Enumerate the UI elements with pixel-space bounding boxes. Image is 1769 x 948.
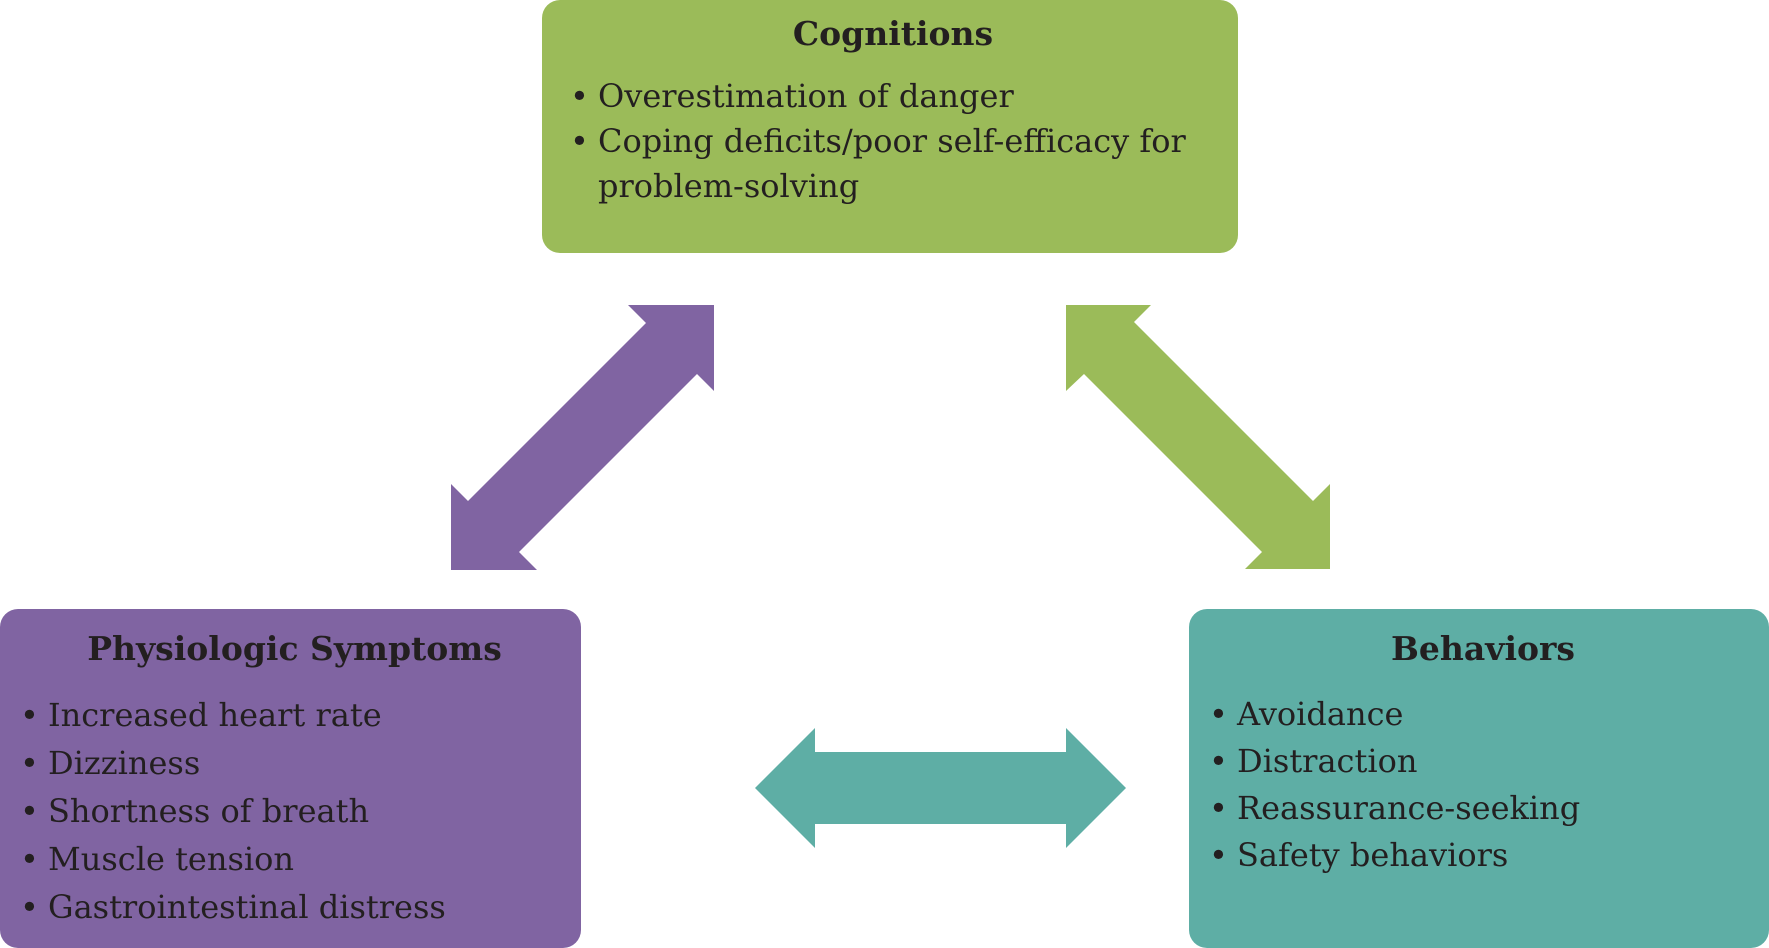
cognitions-title: Cognitions	[792, 14, 994, 53]
behaviors-box: Behaviors • Avoidance • Distraction • Re…	[1189, 609, 1769, 948]
physiologic-item-text: Muscle tension	[48, 840, 294, 878]
bullet: •	[20, 840, 39, 878]
bullet: •	[1209, 695, 1228, 733]
bullet: •	[1209, 789, 1228, 827]
list-item: • Coping deficits/poor self-efficacy for…	[568, 119, 1218, 209]
list-item: • Overestimation of danger	[568, 74, 1218, 119]
cognitions-item-text: Coping deficits/poor self-efficacy for p…	[598, 122, 1186, 205]
physiologic-symptoms-title: Physiologic Symptoms	[87, 629, 502, 668]
list-item: • Reassurance-seeking	[1207, 785, 1759, 832]
cognitions-list: • Overestimation of danger • Coping defi…	[568, 74, 1218, 209]
behaviors-item-text: Safety behaviors	[1237, 836, 1509, 874]
bullet: •	[570, 122, 589, 160]
list-item: • Dizziness	[18, 739, 571, 787]
behaviors-title: Behaviors	[1391, 629, 1575, 668]
behaviors-item-text: Distraction	[1237, 742, 1418, 780]
physiologic-symptoms-box: Physiologic Symptoms • Increased heart r…	[0, 609, 581, 948]
list-item: • Shortness of breath	[18, 787, 571, 835]
behaviors-item-text: Avoidance	[1237, 695, 1404, 733]
physiologic-item-text: Dizziness	[48, 744, 201, 782]
list-item: • Gastrointestinal distress	[18, 883, 571, 931]
physiologic-item-text: Gastrointestinal distress	[48, 888, 446, 926]
bullet: •	[20, 696, 39, 734]
cognitions-behaviors-arrow	[1066, 305, 1330, 569]
cognitions-box: Cognitions • Overestimation of danger • …	[542, 0, 1238, 253]
list-item: • Avoidance	[1207, 691, 1759, 738]
physiologic-item-text: Increased heart rate	[48, 696, 382, 734]
bullet: •	[1209, 742, 1228, 780]
bullet: •	[570, 77, 589, 115]
physiologic-behaviors-arrow	[755, 728, 1126, 848]
list-item: • Distraction	[1207, 738, 1759, 785]
physiologic-item-text: Shortness of breath	[48, 792, 370, 830]
behaviors-list: • Avoidance • Distraction • Reassurance-…	[1207, 691, 1759, 879]
bullet: •	[20, 792, 39, 830]
bullet: •	[20, 744, 39, 782]
list-item: • Safety behaviors	[1207, 832, 1759, 879]
cognitions-physiologic-arrow	[451, 305, 714, 570]
physiologic-symptoms-list: • Increased heart rate • Dizziness • Sho…	[18, 691, 571, 931]
bullet: •	[1209, 836, 1228, 874]
behaviors-item-text: Reassurance-seeking	[1237, 789, 1581, 827]
list-item: • Muscle tension	[18, 835, 571, 883]
bullet: •	[20, 888, 39, 926]
list-item: • Increased heart rate	[18, 691, 571, 739]
cognitions-item-text: Overestimation of danger	[598, 77, 1014, 115]
